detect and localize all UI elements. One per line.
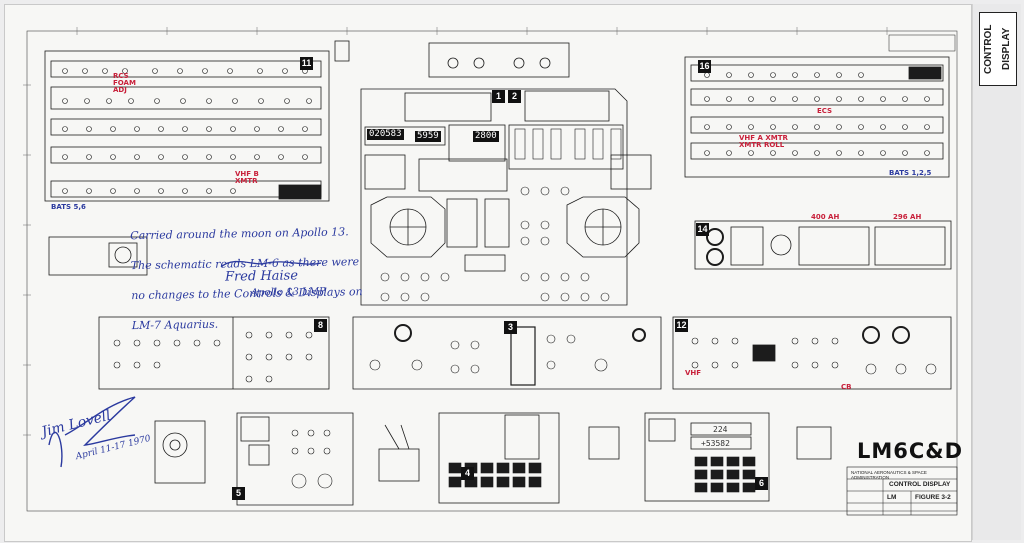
title-block-org: NATIONAL AERONAUTICS & SPACE ADMINISTRAT… [851, 470, 927, 480]
annotation-400ah: 400 AH [811, 213, 840, 221]
annotation-bats-56: BATS 5,6 [51, 203, 86, 211]
annotation-vhf-a: VHF A XMTR XMTR ROLL [739, 134, 788, 149]
deda-readout-data: +53582 [701, 439, 730, 448]
inscription-line-4: LM-7 Aquarius. [131, 317, 219, 333]
tab-label: CONTROL DISPLAY [979, 12, 1017, 86]
annotation-bats-125: BATS 1,2,5 [889, 169, 932, 177]
deda-readout-address: 224 [713, 425, 728, 434]
readout-altitude: 2800 [473, 131, 499, 142]
signature-haise: Fred Haise [224, 268, 299, 285]
panel-number-3: 3 [504, 321, 517, 334]
drawing-sheet: 11 1 2 16 14 8 3 12 5 4 6 020583 5959 28… [4, 4, 972, 542]
panel-number-6: 6 [755, 477, 768, 490]
annotation-vhf-b: VHF B XMTR [235, 170, 259, 185]
annotation-ecs: ECS [817, 107, 833, 115]
panel-number-12: 12 [675, 319, 688, 332]
panel-number-1: 1 [492, 90, 505, 103]
annotation-296ah: 296 AH [893, 213, 922, 221]
panel-number-5: 5 [232, 487, 245, 500]
readout-time: 5959 [415, 131, 441, 142]
title-block-figure: FIGURE 3-2 [915, 494, 951, 501]
drawing-title: LM6C&D [857, 439, 964, 463]
title-block-lm: LM [887, 494, 897, 501]
panel-number-11: 11 [300, 57, 313, 70]
panel-number-4: 4 [461, 467, 474, 480]
inscription-line-1: Carried around the moon on Apollo 13. [130, 225, 349, 243]
panel-number-16: 16 [698, 60, 711, 73]
readout-range: 020583 [367, 129, 404, 140]
annotation-vhf: VHF [685, 369, 702, 377]
signature-haise-sub: Apollo 13 LMP [250, 286, 326, 299]
annotation-rcs: RCS FOAM ADJ [113, 72, 136, 94]
panel-number-8: 8 [314, 319, 327, 332]
schematic-drawing [23, 27, 958, 516]
side-tab: CONTROL DISPLAY [972, 4, 1021, 540]
panel-number-14: 14 [696, 223, 709, 236]
annotation-cb: CB [841, 383, 852, 391]
title-block-name: CONTROL DISPLAY [889, 481, 951, 488]
panel-number-2: 2 [508, 90, 521, 103]
